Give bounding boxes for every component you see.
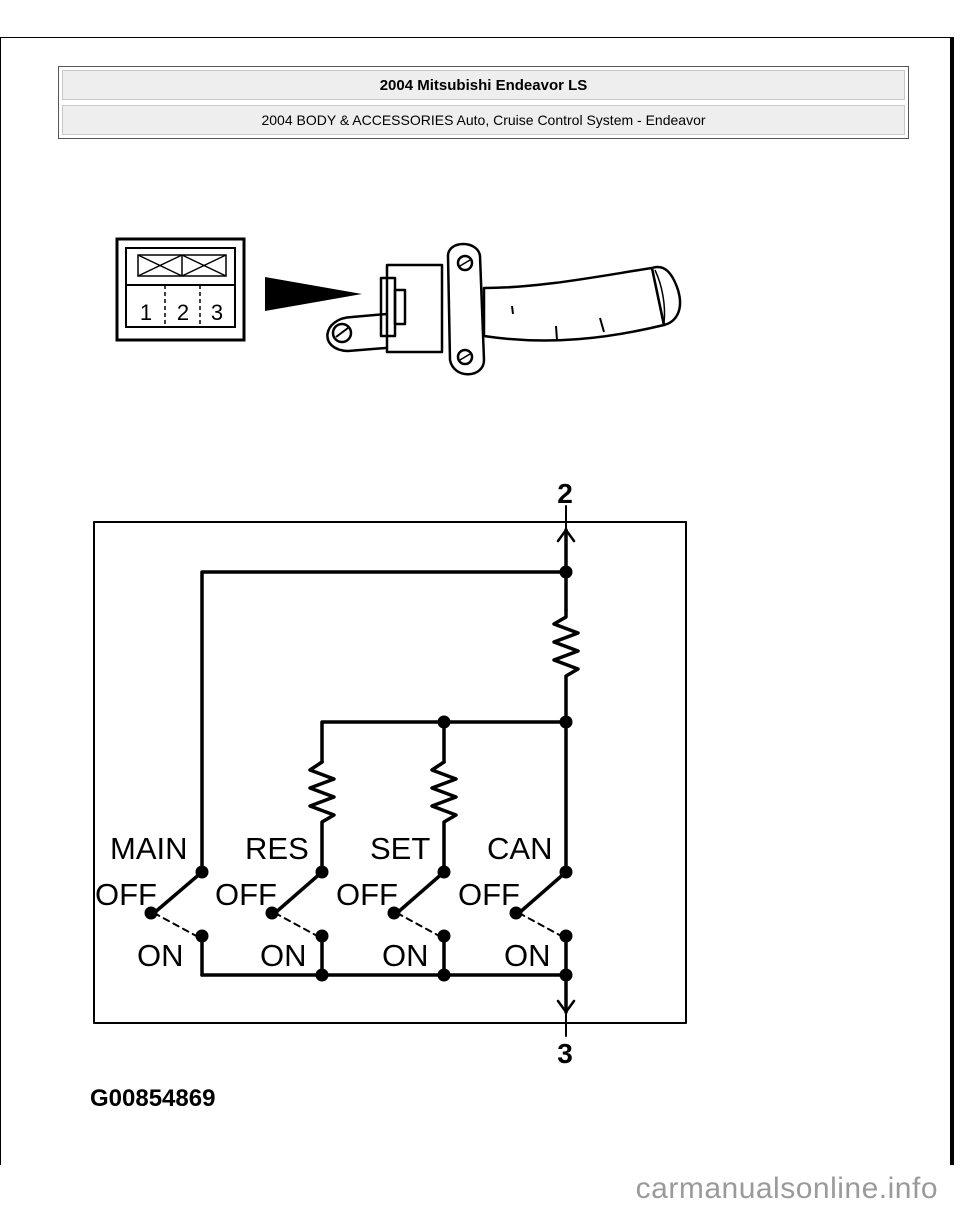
switch-set-label: SET xyxy=(370,831,430,866)
terminal-3-label: 3 xyxy=(557,1038,573,1069)
connector-pin-1: 1 xyxy=(140,300,152,325)
switch-main-label: MAIN xyxy=(110,831,188,866)
junction-dots xyxy=(144,565,573,982)
header-title-row: 2004 Mitsubishi Endeavor LS xyxy=(62,70,905,100)
switch-can-on-label: ON xyxy=(504,938,551,973)
connector-pin-2: 2 xyxy=(177,300,189,325)
switch-set-off-label: OFF xyxy=(336,877,398,912)
cruise-switch-body-icon xyxy=(326,242,682,376)
connector-face xyxy=(115,237,246,342)
schematic-diagram xyxy=(93,505,687,1037)
header-subtitle-row: 2004 BODY & ACCESSORIES Auto, Cruise Con… xyxy=(62,105,905,135)
switch-main-on-label: ON xyxy=(137,938,184,973)
site-watermark: carmanualsonline.info xyxy=(635,1172,938,1205)
switch-res-on-label: ON xyxy=(260,938,307,973)
document-title: 2004 Mitsubishi Endeavor LS xyxy=(379,76,588,94)
connector-pin-3: 3 xyxy=(211,300,223,325)
switch-set-on-label: ON xyxy=(382,938,429,973)
switch-main-off-label: OFF xyxy=(95,877,157,912)
switch-res-label: RES xyxy=(245,831,309,866)
document-header: 2004 Mitsubishi Endeavor LS 2004 BODY & … xyxy=(58,66,909,139)
switch-res-off-label: OFF xyxy=(215,877,277,912)
switch-can-off-label: OFF xyxy=(458,877,520,912)
figure-id: G00854869 xyxy=(90,1085,215,1112)
terminal-2-label: 2 xyxy=(557,478,573,509)
switch-can-label: CAN xyxy=(487,831,552,866)
view-arrow-icon xyxy=(265,277,362,311)
page-frame xyxy=(0,37,954,1165)
document-subtitle: 2004 BODY & ACCESSORIES Auto, Cruise Con… xyxy=(261,112,706,128)
